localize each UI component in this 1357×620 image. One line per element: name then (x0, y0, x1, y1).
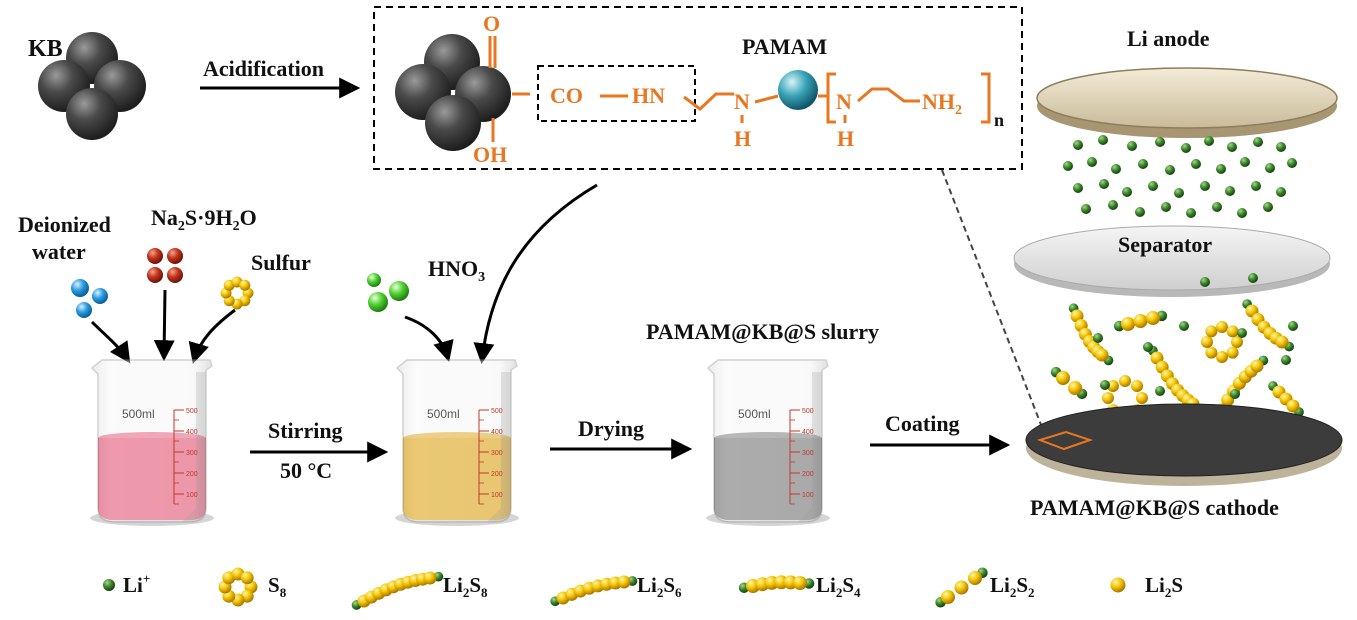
modified-kb-cluster-icon (395, 34, 511, 151)
water-arrow (90, 320, 131, 364)
legend-s8-label: S8 (268, 573, 287, 600)
legend-li2s4-icon (738, 575, 815, 593)
beaker-tick-label: 100 (802, 492, 814, 499)
oxygen-label: O (483, 11, 500, 36)
beaker-volume-label: 500ml (122, 407, 155, 421)
cathode-disc (1025, 403, 1343, 486)
legend: Li+ S8 Li2S8 Li2S6 Li2S4 Li2S2 Li2S (103, 567, 1183, 610)
kb-label: KB (28, 36, 63, 62)
nitric-acid-droplets-icon (367, 273, 409, 312)
pamam-kb-structure-box (373, 6, 1023, 170)
beaker-volume-label: 500ml (427, 407, 460, 421)
legend-li2s-icon (1110, 577, 1126, 593)
pamam-dendrimer-core-icon (778, 70, 818, 110)
sulfur-label: Sulfur (251, 250, 311, 275)
ethyl-chain-1 (683, 92, 734, 111)
beaker-tick-label: 400 (802, 429, 814, 436)
temperature-label: 50 °C (280, 458, 332, 483)
water-droplets-icon (71, 279, 108, 318)
beaker-tick-label: 200 (186, 471, 198, 478)
legend-li2s8-icon (351, 571, 444, 610)
legend-li2s4-label: Li2S4 (816, 573, 861, 600)
lithium-ions-cluster (1063, 135, 1297, 218)
stirring-label: Stirring (268, 418, 343, 443)
beaker-stirring: 500ml 500 400 300 200 100 (90, 359, 214, 526)
beaker-tick-label: 200 (491, 471, 503, 478)
na2s-arrow (153, 289, 175, 362)
beaker-tick-label: 400 (186, 429, 198, 436)
repeat-bracket-left (826, 72, 836, 124)
n-core-bond (754, 94, 779, 104)
na2s-label: Na2S·9H2O (151, 205, 257, 234)
amide-bond-box (537, 65, 696, 122)
beaker-tick-label: 300 (802, 450, 814, 457)
acidification-label: Acidification (203, 56, 324, 81)
repeat-n-label: n (994, 110, 1004, 130)
legend-li2s2-icon (935, 567, 988, 608)
pamam-label: PAMAM (742, 34, 827, 59)
beaker-tick-label: 500 (802, 408, 814, 415)
coating-label: Coating (885, 411, 960, 436)
deionized-label: Deionized (18, 212, 111, 237)
drying-label: Drying (578, 416, 644, 441)
hydroxyl-label: OH (473, 142, 507, 167)
ethyl-chain-2 (857, 87, 920, 103)
legend-li2s6-icon (550, 575, 638, 607)
hn-label: HN (632, 83, 665, 108)
modified-kb-addition-arrow (473, 183, 598, 365)
sulfur-arrow (188, 308, 236, 365)
hno3-arrow (404, 315, 454, 363)
n1-label: N (734, 89, 750, 114)
legend-s8-icon (218, 567, 258, 607)
beaker-acidified: 500ml 500 400 300 200 100 (395, 359, 519, 526)
legend-li-ion-icon (103, 579, 115, 591)
li-anode-disc (1036, 67, 1338, 138)
beaker-tick-label: 500 (186, 408, 198, 415)
separator-label: Separator (1118, 232, 1212, 257)
beaker-tick-label: 100 (491, 492, 503, 499)
beaker-tick-label: 100 (186, 492, 198, 499)
hno3-label: HNO3 (428, 256, 485, 285)
beaker-tick-label: 500 (491, 408, 503, 415)
beaker-tick-label: 300 (186, 450, 198, 457)
n2-label: N (836, 89, 852, 114)
beaker-tick-label: 300 (491, 450, 503, 457)
co-label: CO (550, 83, 583, 108)
water-label: water (32, 239, 86, 264)
h2-label: H (837, 126, 854, 151)
beaker-volume-label: 500ml (738, 407, 771, 421)
slurry-label: PAMAM@KB@S slurry (646, 319, 879, 344)
separator-li-ions (1200, 273, 1258, 287)
legend-li2s-label: Li2S (1145, 573, 1183, 600)
carboxyl-bonds (488, 36, 530, 142)
repeat-bracket-right (981, 72, 991, 124)
sodium-sulfide-particles-icon (147, 248, 183, 283)
li-anode-label: Li anode (1127, 26, 1210, 51)
kb-carbon-cluster-icon (38, 32, 146, 140)
beaker-slurry: 500ml 500 400 300 200 100 (706, 359, 830, 526)
legend-li-ion-label: Li+ (123, 571, 150, 597)
h1-label: H (734, 126, 751, 151)
legend-li2s2-label: Li2S2 (990, 573, 1035, 600)
cathode-label: PAMAM@KB@S cathode (1030, 495, 1279, 520)
zoom-connector-line (941, 169, 1046, 436)
cathode-zoom-marker (1036, 430, 1094, 451)
beaker-tick-label: 200 (802, 471, 814, 478)
legend-li2s6-label: Li2S6 (637, 573, 682, 600)
beaker-tick-label: 400 (491, 429, 503, 436)
legend-li2s8-label: Li2S8 (443, 573, 488, 600)
sulfur-s8-ring-icon (220, 276, 254, 310)
nh2-label: NH2 (922, 89, 962, 118)
